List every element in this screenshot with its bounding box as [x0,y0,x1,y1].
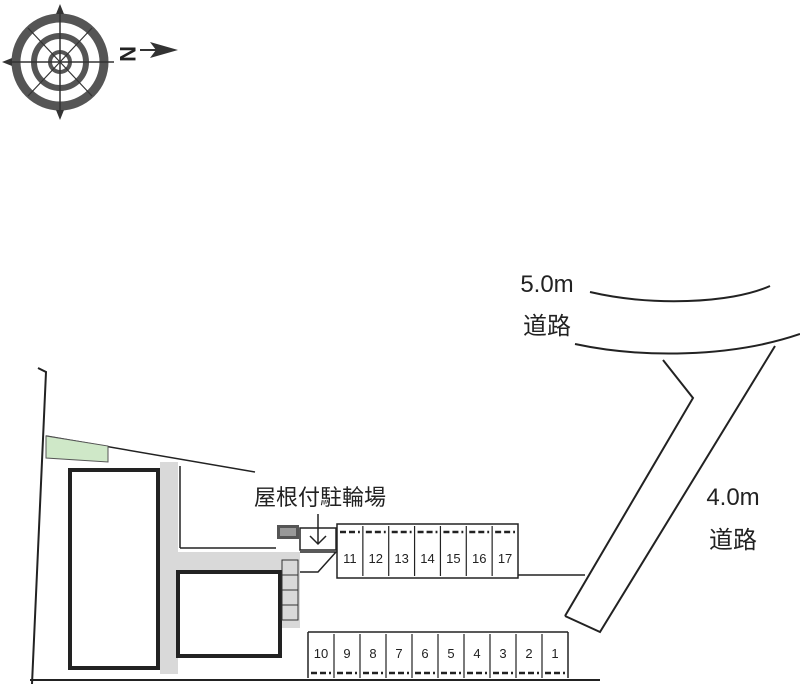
compass-rose-icon: N [2,4,178,120]
parking-space: 11 [340,530,360,566]
parking-space-number: 3 [499,646,506,661]
parking-space-number: 1 [551,646,558,661]
parking-space: 2 [515,634,539,678]
utility-block [277,525,299,621]
parking-space-number: 8 [369,646,376,661]
parking-space: 8 [359,634,383,678]
parking-space-number: 6 [421,646,428,661]
bike-parking-label: 屋根付駐輪場 [254,485,386,510]
parking-space: 15 [439,526,464,576]
parking-space: 4 [463,634,487,678]
parking-space-number: 17 [498,551,512,566]
parking-space-number: 13 [394,551,408,566]
parking-space: 17 [491,526,515,576]
road-4m: 4.0m 道路 [564,345,776,634]
parking-space: 3 [489,634,513,678]
parking-space: 6 [411,634,435,678]
parking-space-number: 5 [447,646,454,661]
parking-space-number: 12 [369,551,383,566]
green-area [45,435,109,463]
parking-space-number: 2 [525,646,532,661]
road-5m-label: 道路 [523,313,571,340]
parking-space: 13 [388,526,412,576]
parking-space: 16 [465,526,490,576]
parking-space-number: 4 [473,646,480,661]
parking-space-number: 10 [314,646,328,661]
parking-space-number: 16 [472,551,486,566]
road-4m-label: 道路 [709,527,757,554]
parking-space: 12 [362,526,386,576]
parking-space-number: 15 [446,551,460,566]
road-5m: 5.0m 道路 [520,271,800,355]
parking-space: 9 [333,634,357,678]
parking-space: 10 [311,646,331,675]
parking-space-number: 7 [395,646,402,661]
parking-space: 1 [541,634,565,678]
parking-space: 14 [413,526,438,576]
parking-top-row [336,523,519,579]
parking-space-number: 11 [343,551,357,566]
parking-space-number: 14 [420,551,434,566]
road-5m-width: 5.0m [520,271,573,298]
building-main [68,468,160,670]
building-annex [176,570,282,658]
road-4m-width: 4.0m [706,484,759,511]
parking-space: 5 [437,634,461,678]
north-label: N [115,46,140,62]
parking-space-number: 9 [343,646,350,661]
covered-bike-parking: 屋根付駐輪場 [254,485,386,573]
parking-space: 7 [385,634,409,678]
